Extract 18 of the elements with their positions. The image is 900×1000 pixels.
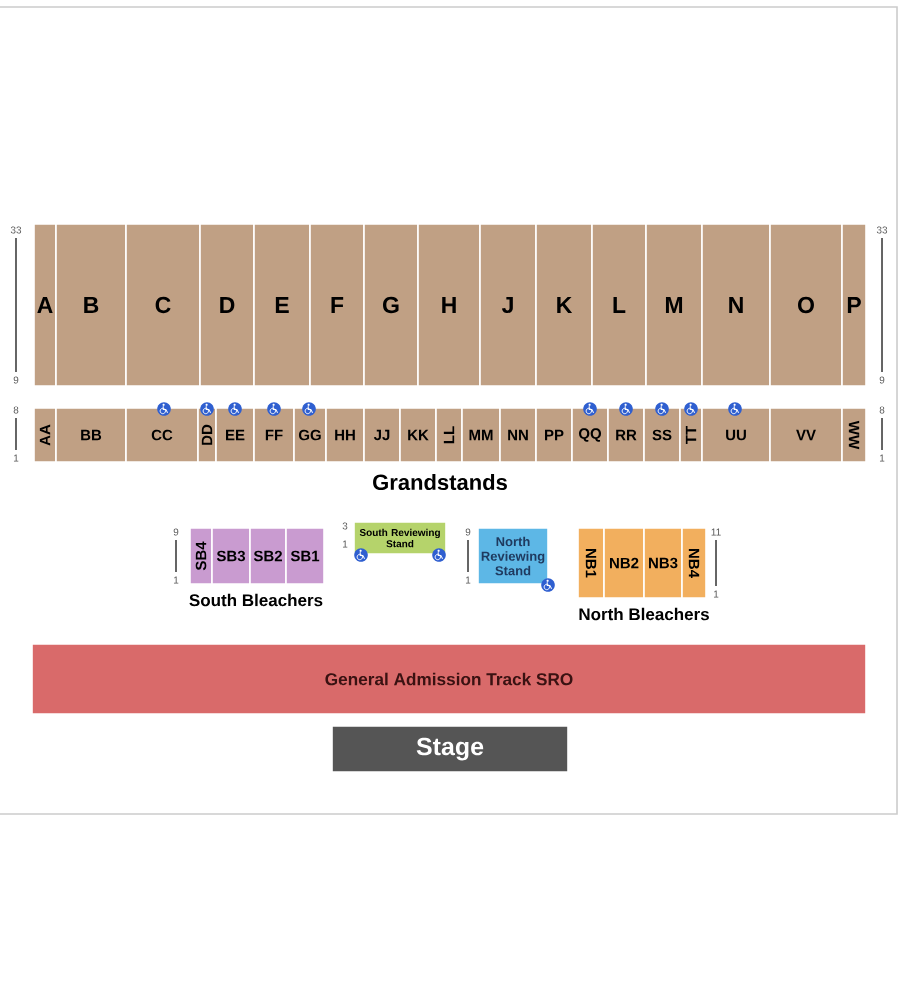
seating-section: E [253,223,311,387]
seating-section: K [535,223,593,387]
area-title: Grandstands [373,473,507,491]
seating-section: P [841,223,867,387]
seating-section: C [125,223,201,387]
seating-section: A [33,223,57,387]
area-title: North Bleachers [579,607,709,621]
seating-section: G [363,223,419,387]
seating-section: D [199,223,255,387]
stage-block: Stage [331,725,569,773]
general-admission-area: General Admission Track SRO [31,643,867,715]
seating-section: F [309,223,365,387]
area-title: South Bleachers [189,593,323,607]
seating-section: J [479,223,537,387]
seating-section: H [417,223,481,387]
seating-section: L [591,223,647,387]
seating-section: N [701,223,771,387]
seating-section: M [645,223,703,387]
